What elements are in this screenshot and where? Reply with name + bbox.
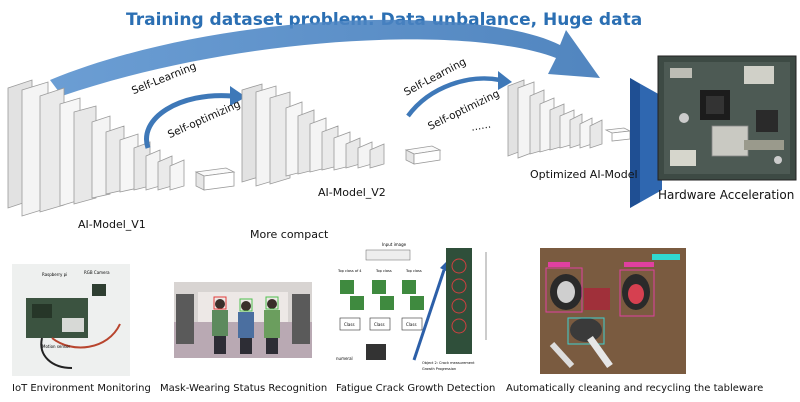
model-v1-network bbox=[7, 79, 236, 217]
hardware-label: Hardware Acceleration bbox=[658, 188, 795, 202]
svg-text:Top class: Top class bbox=[405, 269, 422, 273]
crack-diagram: Input image Top class of 4 Top class Top… bbox=[336, 240, 500, 376]
tableware-photo bbox=[540, 248, 686, 374]
optimized-network bbox=[507, 79, 632, 159]
svg-text:Class: Class bbox=[374, 322, 385, 327]
top-curve-arrow bbox=[50, 19, 600, 96]
hardware-board bbox=[657, 55, 797, 181]
iot-photo: Raspberry pi RGB Camera Motion sensor bbox=[12, 264, 130, 376]
model-v1-label: AI-Model_V1 bbox=[78, 218, 146, 231]
caption-crack: Fatigue Crack Growth Detection bbox=[336, 383, 496, 394]
pipeline-diagram bbox=[7, 19, 797, 217]
self-arrow-2 bbox=[406, 76, 501, 118]
svg-text:Object 2: Crack measurement: Object 2: Crack measurement bbox=[422, 361, 475, 365]
caption-iot: IoT Environment Monitoring bbox=[12, 383, 151, 394]
self-arrow-1-head bbox=[230, 86, 246, 106]
svg-text:Input image: Input image bbox=[382, 242, 407, 247]
caption-mask: Mask-Wearing Status Recognition bbox=[160, 383, 328, 394]
svg-text:Motion sensor: Motion sensor bbox=[42, 344, 70, 349]
svg-text:RGB Camera: RGB Camera bbox=[84, 270, 110, 275]
svg-text:Growth Progression: Growth Progression bbox=[422, 367, 456, 371]
svg-text:Top class: Top class bbox=[375, 269, 392, 273]
caption-tableware: Automatically cleaning and recycling the… bbox=[506, 383, 764, 394]
self-arrow-2-head bbox=[498, 71, 512, 90]
svg-text:Class: Class bbox=[344, 322, 355, 327]
mask-photo bbox=[174, 282, 312, 358]
self-arrow-1 bbox=[144, 93, 233, 149]
model-v2-label: AI-Model_V2 bbox=[318, 186, 386, 199]
model-v2-network bbox=[241, 83, 442, 187]
more-compact-label: More compact bbox=[250, 228, 329, 241]
svg-text:numeral: numeral bbox=[336, 356, 353, 361]
svg-text:Raspberry pi: Raspberry pi bbox=[42, 272, 67, 277]
optimized-model-label: Optimized AI-Model bbox=[530, 168, 638, 181]
svg-text:Class: Class bbox=[406, 322, 417, 327]
svg-text:Top class of 4: Top class of 4 bbox=[337, 269, 362, 273]
